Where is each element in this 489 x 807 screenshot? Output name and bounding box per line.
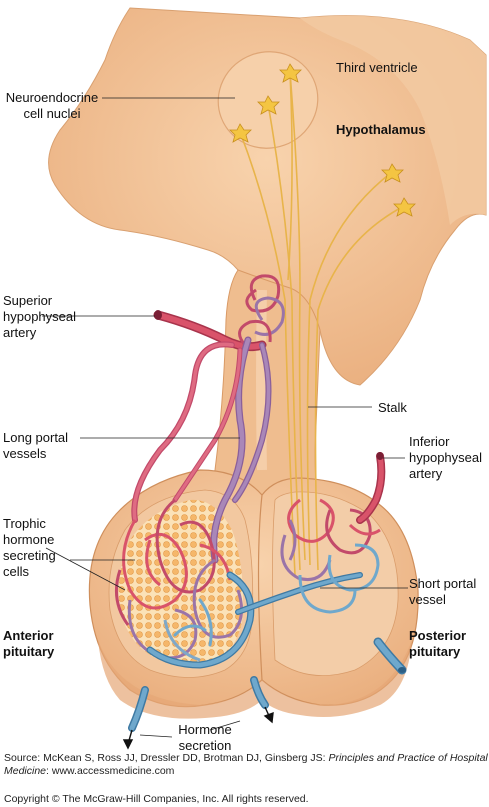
label-trophic-cells: Trophic hormone secreting cells (3, 516, 56, 580)
source-title: Principles and Practice of Hospital Medi… (4, 752, 488, 777)
inferior-hypophyseal-artery (356, 452, 386, 524)
label-anterior-pituitary: Anterior pituitary (3, 628, 54, 660)
label-long-portal-line2: vessels (3, 446, 47, 461)
label-trophic-line1: Trophic (3, 516, 46, 531)
anterior-veins (146, 571, 255, 669)
label-inferior-line1: Inferior (409, 434, 450, 449)
short-portal-vessel (235, 572, 363, 615)
label-neuroendocrine: Neuroendocrine cell nuclei (2, 90, 102, 122)
leader-lines (42, 97, 408, 738)
label-posterior-pituitary: Posterior pituitary (409, 628, 466, 660)
label-hormone-secretion: Hormone secretion (165, 722, 245, 754)
source-suffix: : www.accessmedicine.com (46, 765, 175, 777)
label-third-ventricle: Third ventricle (336, 60, 418, 75)
label-superior-line1: Superior (3, 293, 53, 308)
label-inferior-hypophyseal-artery: Inferior hypophyseal artery (409, 434, 482, 482)
label-stalk: Stalk (378, 400, 407, 415)
copyright-notice: Copyright © The McGraw-Hill Companies, I… (4, 793, 309, 805)
label-short-portal-vessel: Short portal vessel (409, 576, 476, 608)
label-short-portal-line2: vessel (409, 592, 446, 607)
label-neuroendocrine-line1: Neuroendocrine (5, 90, 99, 105)
label-long-portal-line1: Long portal (3, 430, 69, 445)
label-hypothalamus: Hypothalamus (336, 122, 426, 137)
label-long-portal-vessels: Long portal vessels (3, 430, 68, 462)
secretion-arrows (122, 706, 274, 750)
secretion-veins (128, 676, 269, 732)
label-posterior-line2: pituitary (409, 644, 461, 659)
label-anterior-line1: Anterior (3, 628, 54, 643)
label-hormone-line2: secretion (178, 738, 232, 753)
primary-capillary-plexus (238, 274, 285, 346)
label-anterior-line2: pituitary (3, 644, 55, 659)
label-trophic-line3: secreting (3, 548, 56, 563)
long-portal-vessels (131, 336, 272, 564)
label-trophic-line2: hormone (3, 532, 55, 547)
label-short-portal-line1: Short portal (409, 576, 477, 591)
label-superior-line2: hypophyseal (3, 309, 76, 324)
label-superior-line3: artery (3, 325, 37, 340)
superior-hypophyseal-artery (153, 310, 267, 352)
label-trophic-line4: cells (3, 564, 30, 579)
neuroendocrine-cells (229, 63, 416, 217)
label-hormone-line1: Hormone (178, 722, 232, 737)
source-citation: Source: McKean S, Ross JJ, Dressler DD, … (4, 752, 489, 778)
axon-tracts (239, 71, 405, 576)
anterior-capillary-network (114, 498, 244, 662)
label-posterior-line1: Posterior (409, 628, 467, 643)
label-superior-hypophyseal-artery: Superior hypophyseal artery (3, 293, 76, 341)
third-ventricle (300, 15, 486, 225)
label-inferior-line3: artery (409, 466, 443, 481)
label-inferior-line2: hypophyseal (409, 450, 482, 465)
label-neuroendocrine-line2: cell nuclei (23, 106, 81, 121)
source-prefix: Source: McKean S, Ross JJ, Dressler DD, … (4, 752, 329, 764)
posterior-vein (373, 637, 407, 675)
